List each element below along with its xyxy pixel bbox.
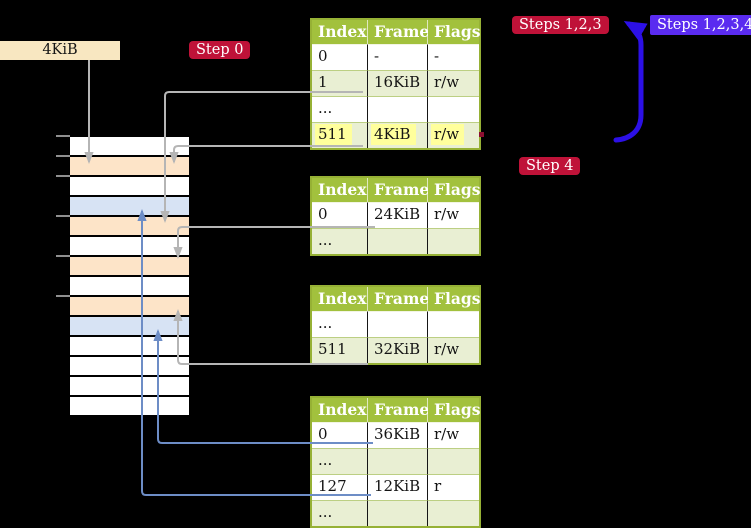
highlighted-value: 511 bbox=[315, 124, 352, 145]
table-cell: 0 bbox=[312, 202, 368, 228]
memory-frame-row-blue bbox=[70, 197, 189, 217]
address-tick bbox=[56, 215, 70, 217]
table-cell bbox=[428, 228, 479, 254]
memory-frame-row-orange bbox=[70, 157, 189, 177]
table-cell bbox=[368, 228, 428, 254]
column-header-index: Index bbox=[312, 20, 368, 44]
table-cell: 127 bbox=[312, 474, 368, 500]
table-cell: ... bbox=[312, 448, 368, 474]
table-cell: - bbox=[368, 44, 428, 70]
column-header-flags: Flags bbox=[428, 20, 481, 44]
column-header-flags: Flags bbox=[428, 398, 481, 422]
loop-arrow-steps bbox=[613, 21, 648, 143]
table-cell: r bbox=[428, 474, 479, 500]
column-header-frame: Frame bbox=[368, 398, 429, 422]
table-cell bbox=[428, 96, 479, 122]
table-cell: - bbox=[428, 44, 479, 70]
step4-badge: Step 4 bbox=[519, 157, 581, 175]
address-tick bbox=[56, 135, 70, 137]
table-cell bbox=[368, 96, 428, 122]
column-header-index: Index bbox=[312, 398, 368, 422]
column-header-frame: Frame bbox=[368, 287, 429, 311]
memory-frame-row-white bbox=[70, 337, 189, 357]
table-cell bbox=[368, 311, 428, 337]
table-cell: 511 bbox=[312, 122, 368, 148]
column-header-index: Index bbox=[312, 287, 368, 311]
table-cell: 1 bbox=[312, 70, 368, 96]
table-cell: ... bbox=[312, 311, 368, 337]
table-cell: 0 bbox=[312, 422, 368, 448]
column-header-flags: Flags bbox=[428, 178, 481, 202]
table-cell: 12KiB bbox=[368, 474, 428, 500]
address-tick bbox=[56, 175, 70, 177]
memory-frame-row-orange bbox=[70, 217, 189, 237]
table-cell: ... bbox=[312, 96, 368, 122]
highlighted-value: 4KiB bbox=[371, 124, 416, 145]
table-cell: r/w bbox=[428, 122, 479, 148]
table-cell: 0 bbox=[312, 44, 368, 70]
table-cell: r/w bbox=[428, 337, 479, 363]
highlighted-value: r/w bbox=[431, 124, 465, 145]
table-cell: 16KiB bbox=[368, 70, 428, 96]
table-cell bbox=[428, 311, 479, 337]
table-cell: r/w bbox=[428, 202, 479, 228]
table-cell: 32KiB bbox=[368, 337, 428, 363]
table-cell: ... bbox=[312, 228, 368, 254]
memory-frame-row-white bbox=[70, 397, 189, 417]
table-cell bbox=[428, 500, 479, 526]
address-tick bbox=[56, 255, 70, 257]
memory-frame-row-white bbox=[70, 357, 189, 377]
table-cell: 4KiB bbox=[368, 122, 428, 148]
table-cell: ... bbox=[312, 500, 368, 526]
table-cell bbox=[368, 500, 428, 526]
address-tick bbox=[56, 155, 70, 157]
table-cell: r/w bbox=[428, 70, 479, 96]
page-size-label: 4KiB bbox=[0, 41, 120, 60]
table-cell: 511 bbox=[312, 337, 368, 363]
address-tick bbox=[56, 295, 70, 297]
table-cell: r/w bbox=[428, 422, 479, 448]
memory-frame-row-white bbox=[70, 377, 189, 397]
memory-frame-row-white bbox=[70, 137, 189, 157]
memory-frame-row-orange bbox=[70, 257, 189, 277]
memory-frame-row-white bbox=[70, 237, 189, 257]
table-cell: 36KiB bbox=[368, 422, 428, 448]
column-header-frame: Frame bbox=[368, 178, 429, 202]
memory-frame-row-white bbox=[70, 177, 189, 197]
column-header-flags: Flags bbox=[428, 287, 481, 311]
steps1234-badge: Steps 1,2,3,4 bbox=[650, 15, 751, 35]
steps123-badge: Steps 1,2,3 bbox=[512, 16, 609, 34]
table-cell bbox=[428, 448, 479, 474]
memory-frame-row-white bbox=[70, 277, 189, 297]
physical-memory-column bbox=[70, 136, 189, 417]
memory-frame-row-orange bbox=[70, 297, 189, 317]
memory-frame-row-blue bbox=[70, 317, 189, 337]
table-cell: 24KiB bbox=[368, 202, 428, 228]
column-header-frame: Frame bbox=[368, 20, 429, 44]
table-cell bbox=[368, 448, 428, 474]
column-header-index: Index bbox=[312, 178, 368, 202]
step0-badge: Step 0 bbox=[189, 41, 251, 59]
